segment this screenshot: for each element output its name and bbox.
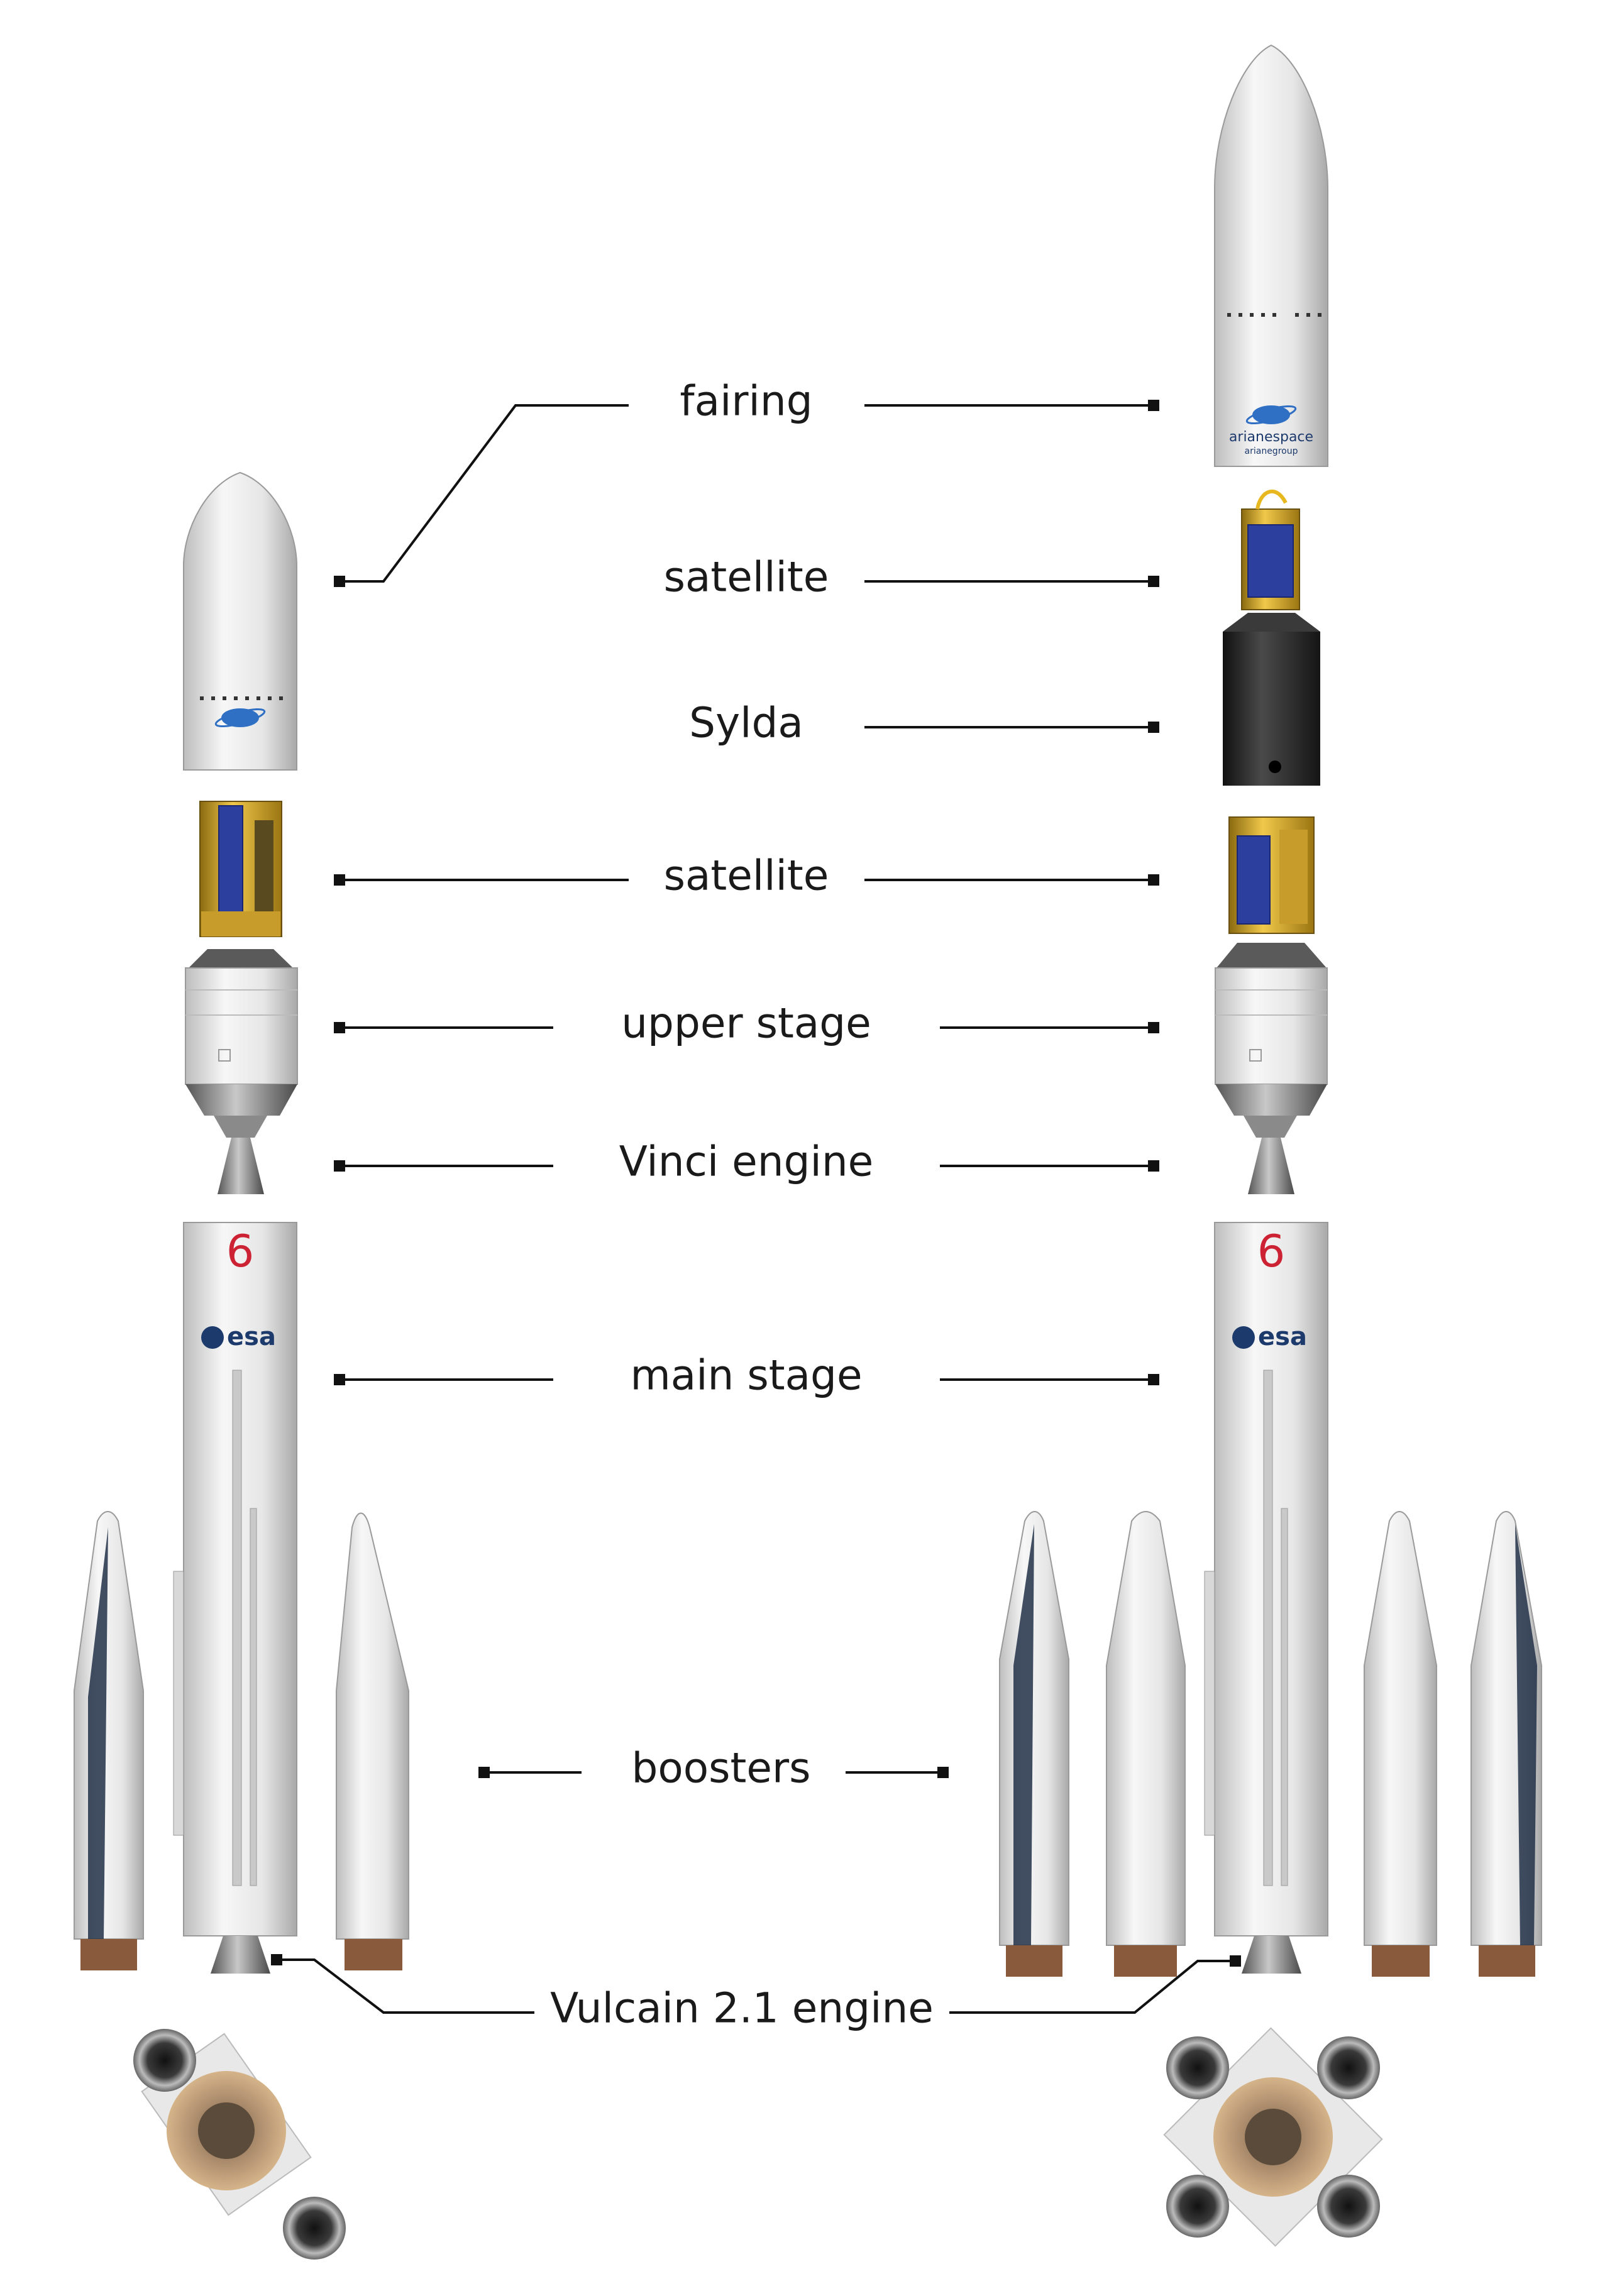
right-upper-satellite	[1241, 489, 1300, 610]
arianespace-logo-icon	[221, 708, 259, 727]
label-sylda: Sylda	[689, 698, 803, 747]
svg-text:6: 6	[226, 1226, 255, 1277]
left-esa-logo: esa	[227, 1322, 276, 1351]
leader-lines	[277, 404, 1235, 2014]
leader-fairing-left	[339, 404, 629, 583]
right-vinci-engine	[1248, 1138, 1294, 1194]
left-booster-outer	[74, 1511, 144, 1970]
right-lower-satellite	[1228, 816, 1315, 934]
right-fairing: arianespace arianegroup	[1214, 44, 1328, 467]
label-satellite-top: satellite	[663, 552, 829, 601]
left-booster-nozzle-icon	[283, 2197, 346, 2260]
left-fairing	[183, 471, 297, 771]
left-vulcain-engine	[211, 1936, 270, 1974]
svg-text:6: 6	[1257, 1226, 1286, 1277]
left-vinci-engine	[218, 1138, 264, 1194]
left-payload-adapter	[189, 949, 293, 968]
ariane-64-rocket: arianespace arianegroup	[999, 44, 1542, 2247]
left-main-stage: 6 esa	[173, 1222, 297, 1974]
right-main-stage: 6 esa	[1204, 1222, 1328, 1974]
left-booster-nozzle-icon	[133, 2029, 196, 2092]
left-upper-stage	[185, 967, 298, 1138]
label-fairing: fairing	[680, 376, 813, 426]
label-vulcain-engine: Vulcain 2.1 engine	[550, 1984, 934, 2033]
left-satellite	[199, 801, 282, 937]
label-vinci-engine: Vinci engine	[619, 1137, 874, 1186]
right-sylda	[1223, 613, 1320, 786]
right-vulcain-engine	[1242, 1936, 1301, 1974]
right-bottom-view	[1163, 2027, 1383, 2247]
left-bottom-view	[133, 2029, 346, 2260]
right-arianegroup-logo: arianegroup	[1245, 446, 1298, 456]
label-upper-stage: upper stage	[621, 999, 871, 1048]
leader-endpoints	[271, 400, 1241, 1967]
right-esa-logo: esa	[1258, 1322, 1307, 1351]
label-main-stage: main stage	[630, 1351, 863, 1400]
left-booster-inner	[336, 1512, 409, 1970]
right-boosters	[999, 1511, 1542, 1977]
right-arianespace-logo: arianespace	[1229, 429, 1313, 445]
ariane-62-rocket: 6 esa	[74, 471, 409, 2260]
right-upper-stage	[1215, 967, 1328, 1138]
label-boosters: boosters	[631, 1744, 811, 1793]
label-satellite-lower: satellite	[663, 851, 829, 900]
